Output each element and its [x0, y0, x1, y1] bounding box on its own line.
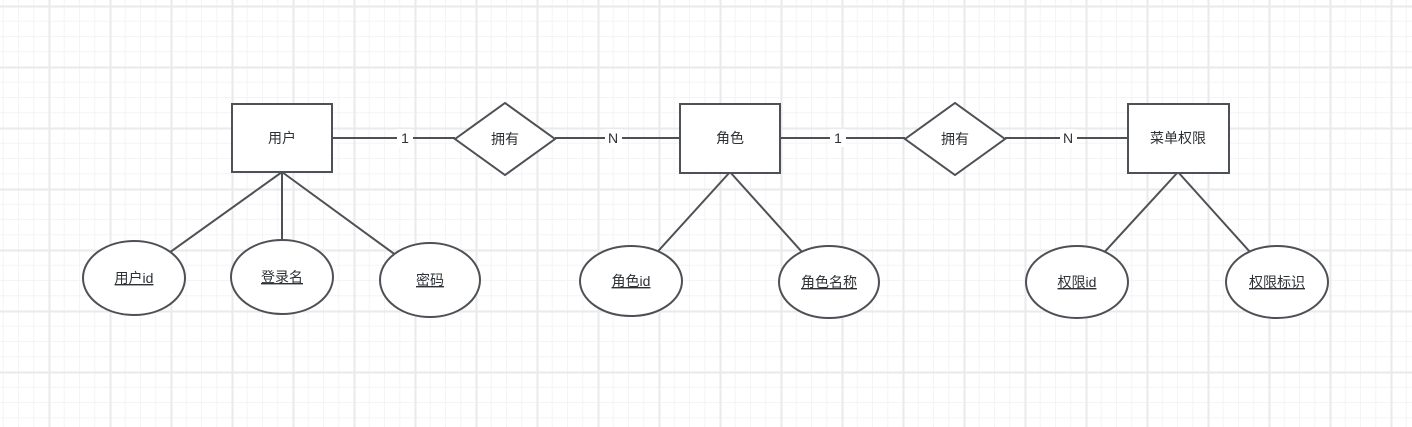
attribute-permission-key[interactable]: 权限标识 [1225, 245, 1329, 319]
relationship-owns-1[interactable]: 拥有 [453, 101, 557, 177]
relationship-owns-2[interactable]: 拥有 [903, 101, 1007, 177]
entity-role-rect[interactable] [679, 103, 781, 174]
entity-menu-permission-rect[interactable] [1127, 103, 1230, 174]
attribute-role-id-label: 角色id [612, 273, 651, 289]
entity-user-label: 用户 [268, 130, 296, 146]
attribute-role-name-ellipse[interactable] [778, 245, 880, 319]
cardinality-label-1b[interactable]: 1 [834, 130, 842, 146]
attribute-role-id[interactable]: 角色id [579, 245, 683, 317]
attribute-user-id-ellipse[interactable] [82, 240, 186, 316]
relationship-owns-1-label: 拥有 [491, 131, 519, 147]
entity-role-label: 角色 [716, 130, 744, 146]
attribute-password-label: 密码 [416, 272, 444, 288]
attribute-login-name-label: 登录名 [261, 269, 303, 285]
attribute-permission-key-label: 权限标识 [1249, 274, 1305, 290]
entity-menu-permission-label: 菜单权限 [1150, 130, 1206, 146]
attribute-role-id-ellipse[interactable] [579, 245, 683, 317]
attribute-permission-id[interactable]: 权限id [1025, 245, 1129, 319]
attribute-password-ellipse[interactable] [379, 242, 481, 318]
entity-user-rect[interactable] [231, 103, 333, 173]
entity-role[interactable]: 角色 [679, 103, 781, 174]
attribute-login-name[interactable]: 登录名 [230, 239, 334, 315]
entity-user[interactable]: 用户 [231, 103, 333, 173]
cardinality-bg [605, 129, 622, 147]
cardinality-label-1[interactable]: 1 [401, 130, 409, 146]
attribute-permission-id-label: 权限id [1058, 274, 1097, 290]
cardinality-label-nb[interactable]: N [1063, 130, 1073, 146]
relationship-owns-2-diamond[interactable] [903, 101, 1007, 177]
cardinality-bg [397, 129, 413, 147]
relationship-owns-1-diamond[interactable] [453, 101, 557, 177]
entity-menu-permission[interactable]: 菜单权限 [1127, 103, 1230, 174]
cardinality-label-n[interactable]: N [608, 130, 618, 146]
attribute-login-name-ellipse[interactable] [230, 239, 334, 315]
attribute-permission-key-ellipse[interactable] [1225, 245, 1329, 319]
attribute-user-id-label: 用户id [115, 270, 154, 286]
attribute-password[interactable]: 密码 [379, 242, 481, 318]
attribute-role-name[interactable]: 角色名称 [778, 245, 880, 319]
cardinality-bg [1060, 129, 1077, 147]
cardinality-bg [830, 129, 846, 147]
cardinality-labels: 1 N 1 N [397, 129, 1077, 147]
attribute-permission-id-ellipse[interactable] [1025, 245, 1129, 319]
attribute-role-name-label: 角色名称 [801, 274, 857, 290]
attribute-user-id[interactable]: 用户id [82, 240, 186, 316]
relationship-owns-2-label: 拥有 [941, 131, 969, 147]
